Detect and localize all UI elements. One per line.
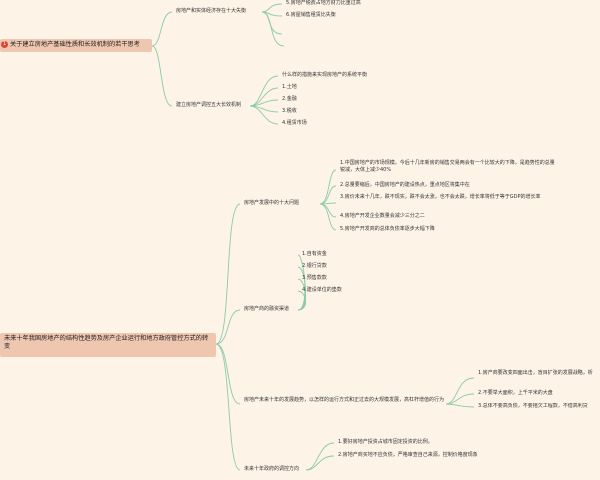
- topic-2-branch-d[interactable]: 未来十年政府的调控方向: [244, 466, 300, 472]
- link-t2c-item3: [445, 403, 475, 408]
- topic-2-branch-a-item[interactable]: 5.房地产开发商的总体负债率逐步大幅下降: [340, 226, 435, 232]
- link-t2b-item2: [297, 266, 306, 311]
- link-t1a-item1: [261, 3, 283, 13]
- topic-2-branch-a-item[interactable]: 2.总量要缩后，中国房地产的建设热点，重点地区将集中在: [340, 182, 470, 188]
- topic-2-branch-a-item[interactable]: 3.房价未来十几年，跌不现实，跌不会太涨，也不会太跌，增长率将低于等于GDP的增…: [340, 194, 541, 200]
- topic-2-branch-a-item[interactable]: 4.房地产开发企业数量会减少三分之二: [340, 213, 425, 219]
- topic-1-branch-b-item[interactable]: 1.土地: [282, 84, 297, 90]
- topic-2-branch-d-item[interactable]: 2.房地产商买地不应负债，严格审查自己来源，控制价格度现象: [338, 452, 478, 458]
- topic-1-branch-a-item[interactable]: 6.房屋销售租赁比失衡: [286, 12, 336, 18]
- topic-1-branch-b-intro[interactable]: 什么样的措施来实现房地产的系统平衡: [282, 72, 368, 78]
- topic-2-branch-c-item[interactable]: 3.总体不要高负债，不要拖欠工程款，不借高利贷: [478, 403, 588, 409]
- topic-2-label: 未来十年我国房地产的结构性趋势及房产企业运行和地方政府管控方式的转变: [4, 335, 209, 350]
- link-t1-branch-b: [151, 45, 173, 107]
- topic-1-branch-a-item[interactable]: 5.房地产税费占地方财力比重过高: [286, 0, 361, 6]
- link-t2c-item1: [445, 377, 475, 405]
- link-t2a-item2: [319, 185, 337, 205]
- link-t2a-item1: [319, 169, 337, 205]
- topic-2-branch-b-item[interactable]: 4.建设单位的垫款: [302, 287, 342, 293]
- link-t1b-item4: [249, 105, 279, 125]
- topic-2-branch-b[interactable]: 房地产商的融资渠道: [244, 306, 290, 312]
- topic-1-label: 关于建立房地产基础性质和长效机制的若干思考: [10, 41, 140, 48]
- link-t2d-item1: [305, 442, 335, 471]
- link-t2d-item2: [305, 455, 335, 471]
- topic-2-branch-d-item[interactable]: 1.要好房地产投资占城市固定投资的比例。: [338, 439, 433, 445]
- link-t1-branch-a: [151, 11, 173, 47]
- link-t2-branch-c: [215, 343, 241, 405]
- topic-2[interactable]: 未来十年我国房地产的结构性趋势及房产企业运行和地方政府管控方式的转变: [0, 333, 216, 357]
- topic-2-branch-c[interactable]: 房地产未来十年的发展趋势，以怎样的运行方式和正过去的大规模发展，高杠杆增值的行为: [244, 397, 445, 403]
- topic-1-branch-b[interactable]: 建立房地产调控五大长效机制: [176, 102, 242, 108]
- topic-1-branch-b-item[interactable]: 2.金融: [282, 96, 297, 102]
- topic-2-branch-c-item[interactable]: 2.不要举大面积，上千平米的大盘: [478, 390, 553, 396]
- topic-2-branch-b-item[interactable]: 2.银行贷款: [302, 263, 327, 269]
- link-t1b-intro: [249, 75, 279, 107]
- topic-2-branch-c-item[interactable]: 1.房产商要改变四面出击，盲目扩张的发展战略，析: [478, 370, 593, 376]
- topic-1-branch-a[interactable]: 房地产和实体经济存在十大失衡: [176, 8, 247, 14]
- topic-number-badge: 1: [1, 41, 8, 48]
- link-t2a-item5: [319, 203, 337, 231]
- link-t2-branch-b: [215, 309, 241, 345]
- topic-2-branch-b-item[interactable]: 1.自有资金: [302, 251, 327, 257]
- link-t2-branch-d: [215, 343, 241, 471]
- topic-1-branch-b-item[interactable]: 4.租赁市场: [282, 120, 307, 126]
- link-t2-branch-a: [215, 203, 241, 345]
- topic-2-branch-b-item[interactable]: 3.预售款款: [302, 275, 327, 281]
- topic-1[interactable]: 1 关于建立房地产基础性质和长效机制的若干思考: [0, 39, 152, 52]
- link-t1a-tail2: [261, 11, 285, 47]
- topic-1-branch-b-item[interactable]: 3.税收: [282, 108, 297, 114]
- topic-2-branch-a-item[interactable]: 1.中国房地产的市场规模。今后十几年新房的销售交易两会有一个比较大的下降，是趋势…: [340, 160, 555, 173]
- topic-2-branch-a[interactable]: 房地产发展中的十大问题: [244, 200, 300, 206]
- link-t2b-item4: [297, 290, 306, 311]
- link-t2b-item3: [297, 278, 306, 311]
- link-t1b-item1: [249, 87, 279, 107]
